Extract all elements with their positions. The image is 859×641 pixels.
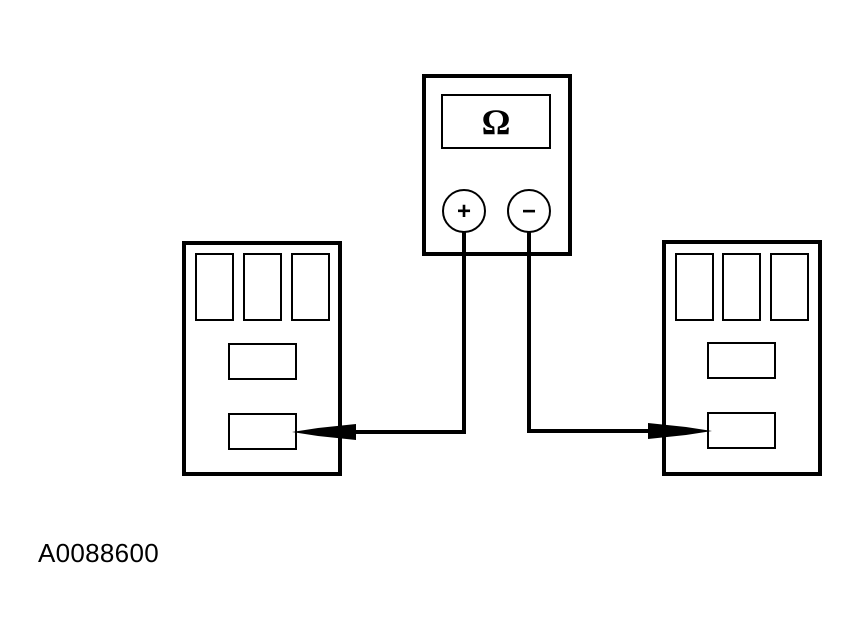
right-module-slot-2 <box>722 253 761 321</box>
ohm-symbol: Ω <box>482 102 511 142</box>
positive-test-lead <box>292 232 466 440</box>
left-module-slot-1 <box>195 253 234 321</box>
left-module-middle-socket <box>228 343 297 380</box>
positive-terminal-label: + <box>457 198 471 225</box>
left-module-slot-3 <box>291 253 330 321</box>
right-module <box>662 240 822 476</box>
left-module <box>182 241 342 476</box>
figure-id-label: A0088600 <box>38 538 159 568</box>
left-module-test-terminal <box>228 413 297 450</box>
ohmmeter: Ω + − <box>422 74 572 256</box>
negative-probe-tip <box>648 423 712 439</box>
right-module-test-terminal <box>707 412 776 449</box>
negative-test-lead <box>527 232 712 439</box>
meter-display <box>441 94 551 149</box>
negative-terminal-label: − <box>522 198 536 225</box>
right-module-middle-socket <box>707 342 776 379</box>
right-module-slot-3 <box>770 253 809 321</box>
positive-probe-tip <box>292 424 356 440</box>
right-module-slot-1 <box>675 253 714 321</box>
positive-lead-wire <box>352 232 466 434</box>
left-module-slot-2 <box>243 253 282 321</box>
negative-lead-wire <box>527 232 652 433</box>
